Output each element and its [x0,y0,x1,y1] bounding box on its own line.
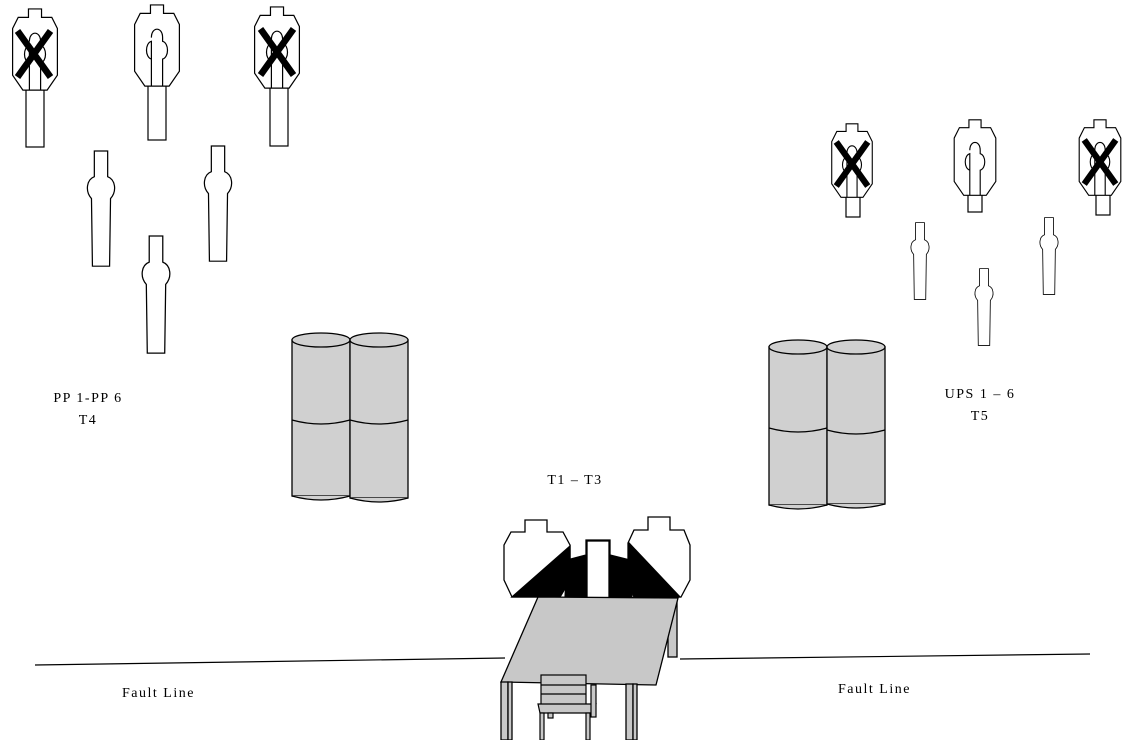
ups-popper-3 [974,268,994,346]
pp-target-group [11,4,301,354]
ups-target-group [831,119,1122,346]
ups-group-label: UPS 1 – 6 [944,387,1016,402]
t3-target [627,516,691,598]
chair [537,674,597,741]
fault-line-right [679,653,1091,660]
ups-target-1 [831,123,873,218]
fault-line-left [34,657,506,666]
pp-popper-2 [203,145,233,262]
ups-popper-2 [1039,217,1059,295]
fault-line-left-label: Fault Line [122,686,195,701]
start-table [500,596,679,741]
t1-t3-label: T1 – T3 [547,473,603,488]
ups-target-3 [1078,119,1122,216]
t2-target [564,539,633,599]
pp-target-1 [11,8,59,148]
pp-popper-1 [86,150,116,267]
ups-group-sublabel: T5 [970,409,990,424]
ups-popper-1 [910,222,930,300]
pp-group-label: PP 1-PP 6 [53,391,123,406]
ups-target-2 [953,119,997,213]
barrel-stack-right [768,339,886,510]
pp-target-3 [253,6,301,147]
pp-target-2 [133,4,181,141]
pp-group-sublabel: T4 [78,413,98,428]
t1-t3-target-group [503,516,691,599]
fault-line-right-label: Fault Line [838,682,911,697]
t1-target [503,519,571,598]
pp-popper-3 [141,235,171,354]
barrel-stack-left [291,332,409,503]
